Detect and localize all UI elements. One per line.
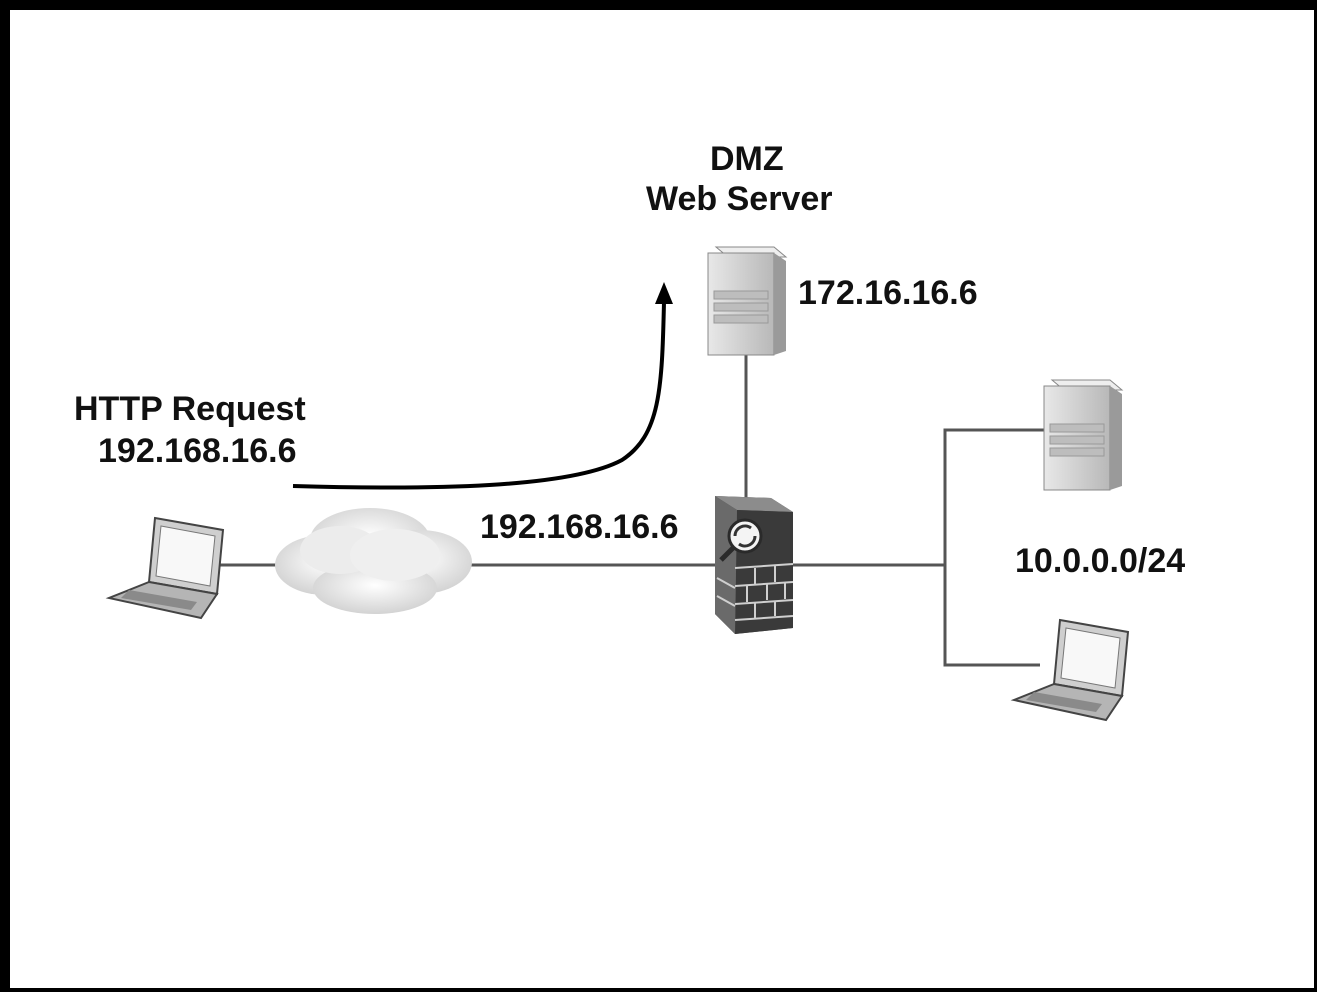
server-icon — [707, 246, 788, 356]
dmz-subtitle: Web Server — [646, 180, 833, 218]
request-ip: 192.168.16.6 — [98, 432, 297, 470]
internal-bus — [943, 428, 1045, 667]
laptop-icon — [105, 516, 225, 620]
request-arrow — [292, 301, 666, 490]
internal-subnet: 10.0.0.0/24 — [1015, 542, 1186, 580]
request-title: HTTP Request — [74, 390, 306, 428]
firewall-outside-ip: 192.168.16.6 — [480, 508, 679, 546]
cloud-icon — [275, 508, 472, 614]
dmz-title: DMZ — [710, 140, 784, 178]
dmz-server-ip: 172.16.16.6 — [798, 274, 978, 312]
laptop-icon — [1010, 618, 1130, 722]
network-diagram — [105, 246, 1130, 722]
firewall-icon — [715, 496, 794, 634]
server-icon — [1043, 379, 1124, 491]
arrowhead — [655, 282, 673, 304]
